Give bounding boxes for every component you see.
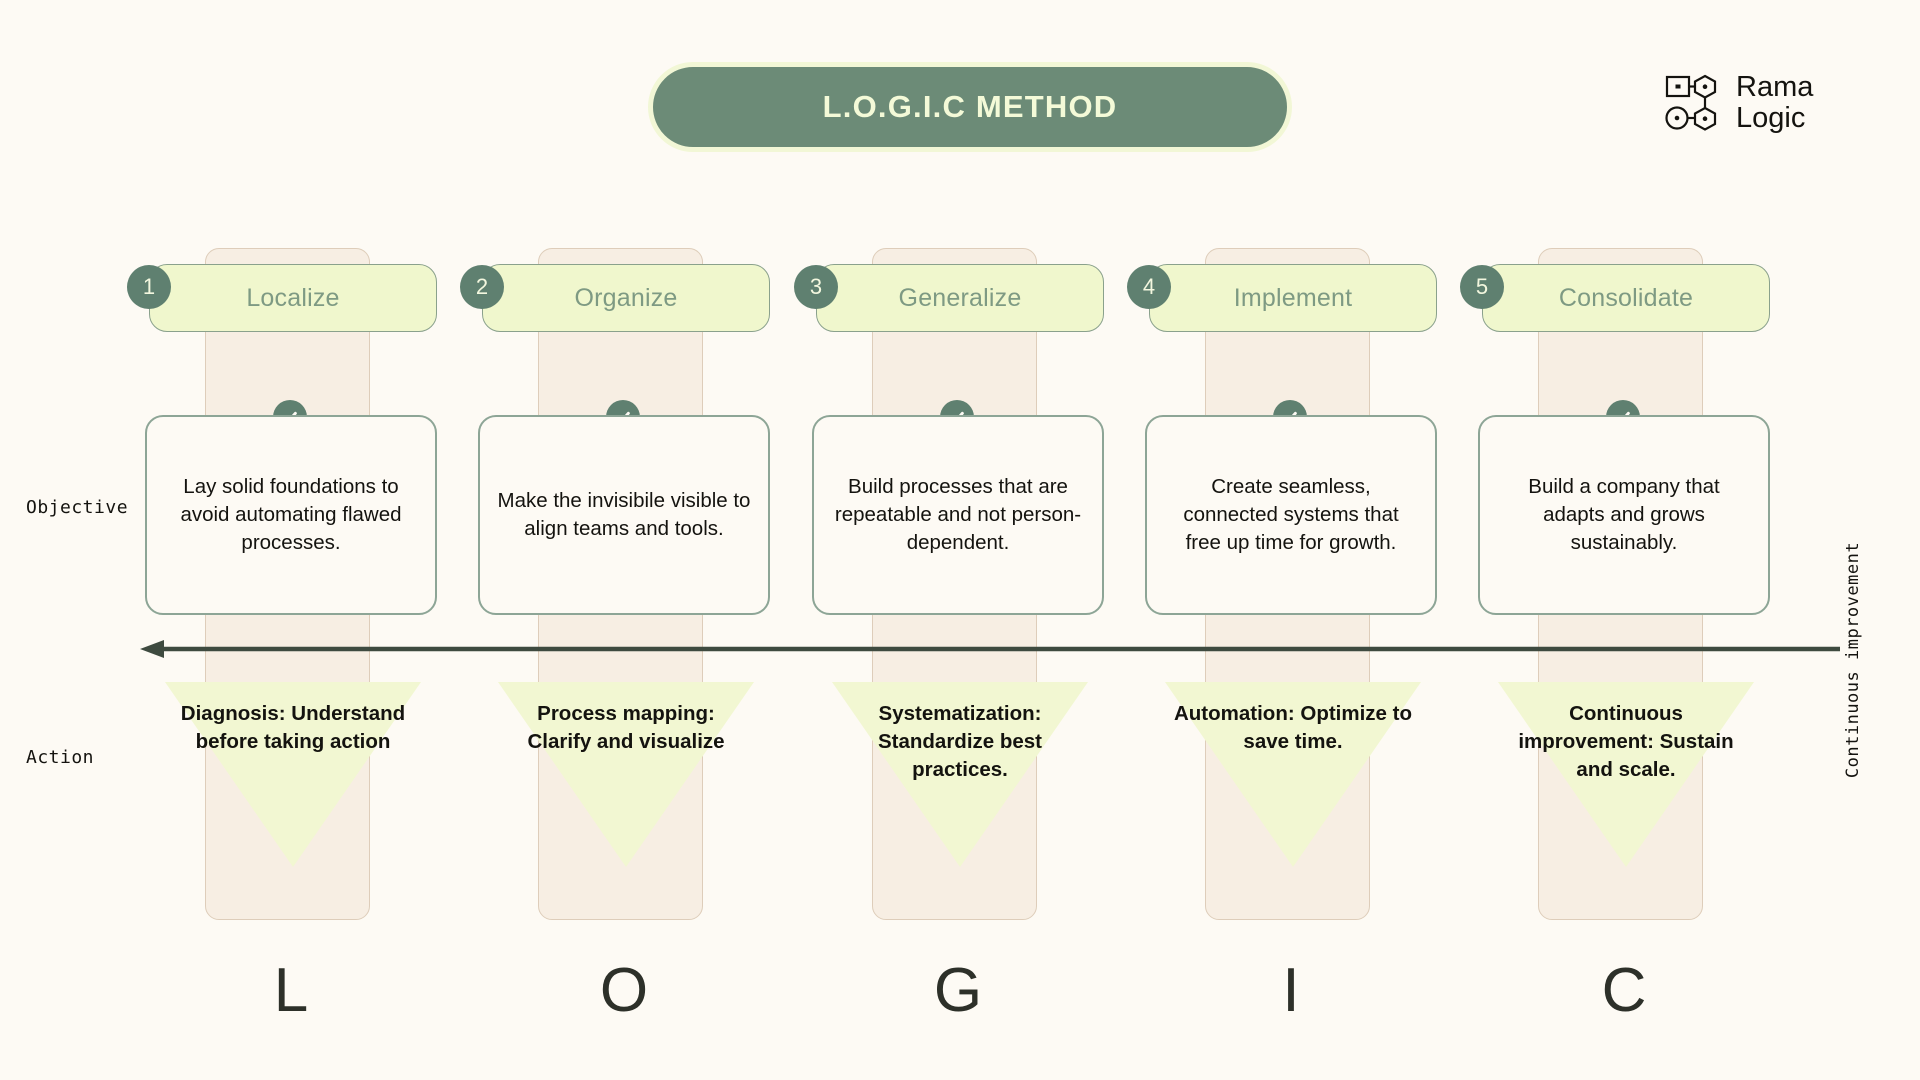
step-column-l: Localize 1 Lay solid foundations to avoi…: [127, 0, 445, 1080]
step-header-pill[interactable]: Localize: [149, 264, 437, 332]
step-name: Implement: [1233, 283, 1353, 312]
objective-text: Make the invisibile visible to align tea…: [497, 488, 751, 540]
step-number: 1: [142, 274, 156, 299]
objective-text: Create seamless, connected systems that …: [1183, 474, 1399, 555]
objective-card: Lay solid foundations to avoid automatin…: [145, 415, 437, 615]
step-number-badge: 2: [460, 265, 504, 309]
step-number-badge: 4: [1127, 265, 1171, 309]
action-text: Automation: Optimize to save time.: [1173, 702, 1412, 754]
brand-logo: Rama Logic: [1664, 71, 1814, 135]
continuous-improvement-text: Continuous improvement: [1843, 541, 1863, 779]
objective-card: Build a company that adapts and grows su…: [1478, 415, 1770, 615]
step-name: Localize: [246, 283, 340, 312]
step-column-g: Generalize 3 Build processes that are re…: [794, 0, 1112, 1080]
logo-line-1: Rama: [1736, 71, 1814, 103]
objective-text: Lay solid foundations to avoid automatin…: [180, 474, 402, 555]
step-column-o: Organize 2 Make the invisibile visible t…: [460, 0, 778, 1080]
continuous-improvement-label: Continuous improvement: [1838, 480, 1868, 840]
step-header-pill[interactable]: Organize: [482, 264, 770, 332]
objective-card: Create seamless, connected systems that …: [1145, 415, 1437, 615]
step-name: Generalize: [898, 283, 1022, 312]
step-number-badge: 5: [1460, 265, 1504, 309]
objective-text: Build a company that adapts and grows su…: [1528, 474, 1720, 555]
rama-logic-node-mark: [1665, 75, 1717, 132]
objective-text: Build processes that are repeatable and …: [834, 474, 1082, 555]
step-number: 2: [475, 274, 489, 299]
objective-card: Build processes that are repeatable and …: [812, 415, 1104, 615]
action-text: Continuous improvement: Sustain and scal…: [1518, 702, 1734, 782]
page-title: L.O.G.I.C METHOD: [822, 89, 1118, 124]
acronym-letter: L: [273, 956, 309, 1025]
step-number: 5: [1475, 274, 1489, 299]
step-number: 3: [809, 274, 823, 299]
action-text: Systematization: Standardize best practi…: [877, 702, 1043, 782]
acronym-letter: I: [1282, 956, 1300, 1025]
action-text: Diagnosis: Understand before taking acti…: [180, 702, 406, 754]
step-column-c: Consolidate 5 Build a company that adapt…: [1460, 0, 1778, 1080]
logo-line-2: Logic: [1736, 102, 1806, 135]
acronym-letter: G: [933, 956, 983, 1025]
step-column-i: Implement 4 Create seamless, connected s…: [1127, 0, 1445, 1080]
title-banner: L.O.G.I.C METHOD: [648, 62, 1292, 152]
step-number: 4: [1142, 274, 1156, 299]
acronym-letter: O: [599, 956, 649, 1025]
row-label-objective: Objective: [26, 497, 129, 518]
continuous-improvement-arrow: [140, 640, 1840, 658]
action-text: Process mapping: Clarify and visualize: [527, 702, 725, 754]
step-number-badge: 1: [127, 265, 171, 309]
step-header-pill[interactable]: Consolidate: [1482, 264, 1770, 332]
step-header-pill[interactable]: Generalize: [816, 264, 1104, 332]
logo-wordmark: Rama Logic: [1736, 71, 1814, 135]
step-number-badge: 3: [794, 265, 838, 309]
row-label-action: Action: [26, 747, 95, 768]
acronym-letter: C: [1601, 956, 1647, 1025]
step-name: Organize: [574, 283, 678, 312]
objective-card: Make the invisibile visible to align tea…: [478, 415, 770, 615]
step-name: Consolidate: [1558, 283, 1694, 312]
step-header-pill[interactable]: Implement: [1149, 264, 1437, 332]
